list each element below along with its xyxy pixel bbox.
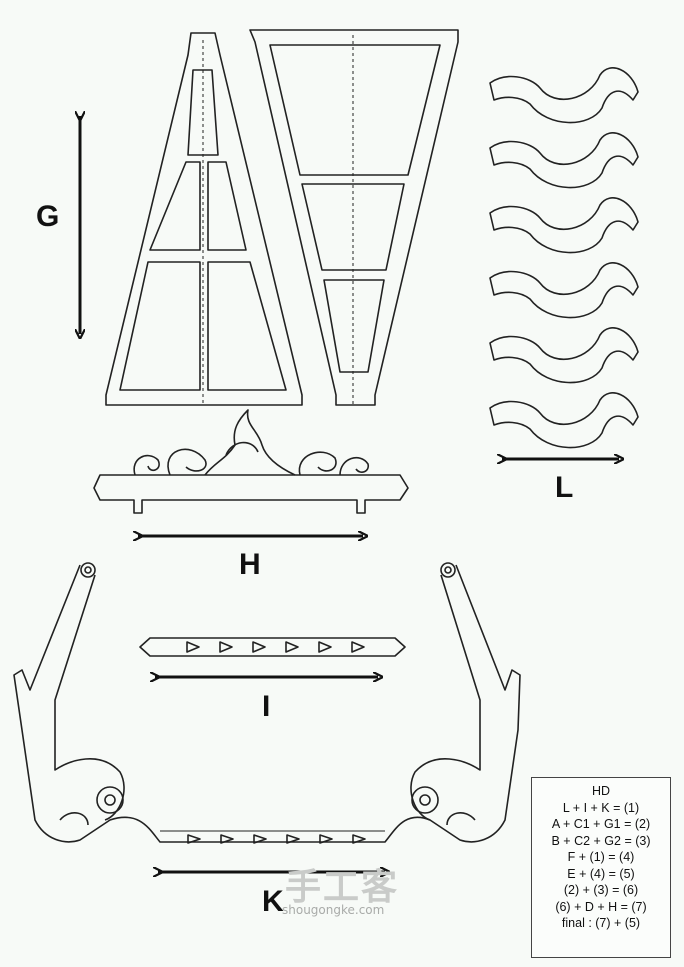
- part-g1-triangle-frame: [105, 32, 303, 406]
- part-k-bottom-frame: [13, 562, 521, 844]
- label-i: I: [262, 690, 271, 723]
- legend-line: final : (7) + (5): [561, 916, 641, 930]
- label-g: G: [36, 200, 60, 233]
- legend-title: HD: [591, 784, 611, 798]
- watermark-site: shougongke.com: [282, 903, 385, 917]
- watermark-logo: 手工客: [285, 867, 400, 908]
- legend-line: (6) + D + H = (7): [555, 899, 647, 914]
- part-l-s-pieces: [489, 67, 639, 449]
- legend-line: B + C2 + G2 = (3): [551, 833, 651, 848]
- label-l: L: [555, 471, 574, 504]
- legend-line: F + (1) = (4): [567, 850, 635, 864]
- part-g2-trapezoid-frame: [249, 29, 459, 406]
- part-i-bar: [139, 637, 406, 657]
- legend-line: L + I + K = (1): [562, 800, 640, 815]
- assembly-legend: HD L + I + K = (1) A + C1 + G1 = (2) B +…: [531, 777, 671, 958]
- legend-line: A + C1 + G1 = (2): [551, 817, 651, 831]
- label-h: H: [239, 548, 261, 581]
- legend-line: (2) + (3) = (6): [563, 883, 639, 897]
- legend-line: E + (4) = (5): [567, 866, 635, 881]
- label-k: K: [262, 885, 284, 918]
- part-h-ornamental-bar: [93, 409, 409, 514]
